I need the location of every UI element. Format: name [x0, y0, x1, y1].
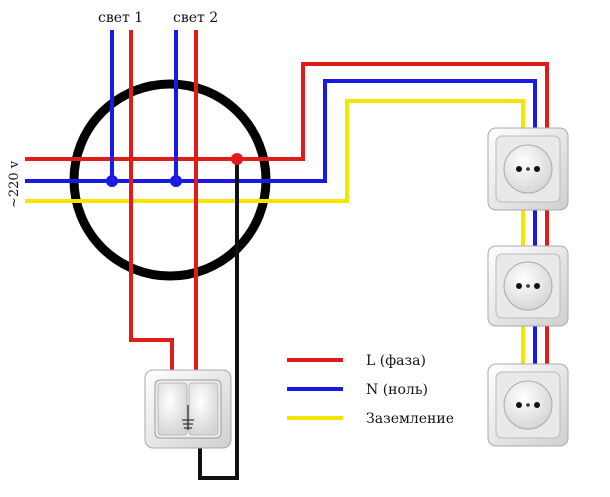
- switch-key-right: [188, 382, 219, 436]
- ground-wire: [25, 99, 525, 366]
- neutral-junction-dot: [106, 175, 118, 187]
- light1-phase-wire: [129, 30, 174, 372]
- phase-junction-dot: [231, 153, 243, 165]
- socket-2: [487, 245, 569, 327]
- legend: L (фаза) N (ноль) Заземление: [287, 353, 454, 427]
- neutral-wire: [25, 79, 537, 366]
- socket-1: [487, 127, 569, 211]
- light1-label: свет 1: [98, 10, 143, 26]
- voltage-label: ~220 v: [7, 160, 22, 208]
- legend-label-phase: L (фаза): [366, 353, 426, 369]
- switch-key-left: [157, 382, 188, 436]
- neutral-junction-dot: [170, 175, 182, 187]
- legend-label-neutral: N (ноль): [366, 382, 428, 398]
- double-light-switch: [144, 369, 232, 449]
- phase-wire: [25, 62, 549, 366]
- light2-label: свет 2: [173, 10, 218, 26]
- switch-feed-wire: [198, 159, 239, 480]
- socket-3: [487, 363, 569, 447]
- legend-label-ground: Заземление: [366, 411, 454, 427]
